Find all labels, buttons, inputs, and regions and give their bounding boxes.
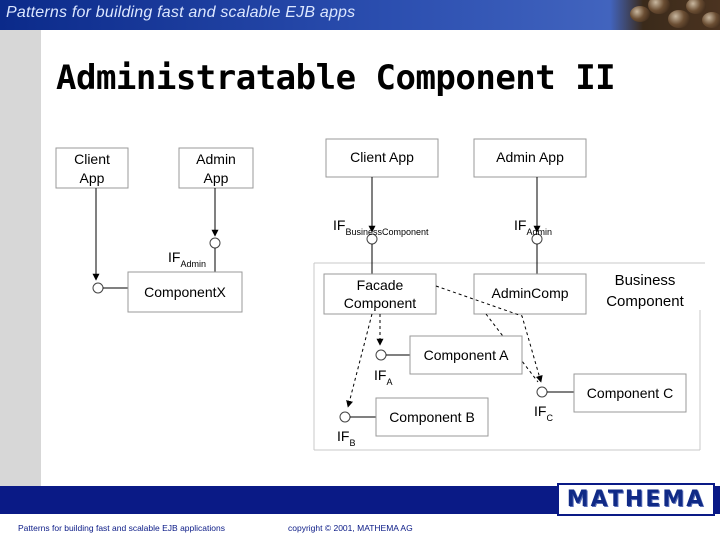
slide-title: Administratable Component II bbox=[56, 58, 616, 98]
if-a-circle bbox=[375, 349, 387, 361]
if-b-label: IFB bbox=[337, 428, 355, 448]
admincomp-box bbox=[473, 273, 587, 315]
left-if-admin-label: IFAdmin bbox=[168, 249, 206, 269]
facade-to-c-dash bbox=[435, 285, 543, 383]
facade-label-2: Component bbox=[344, 295, 416, 311]
header-bar: Patterns for building fast and scalable … bbox=[0, 0, 720, 30]
left-sidebar-strip bbox=[0, 30, 41, 486]
if-a-label: IFA bbox=[374, 367, 392, 387]
business-label-2: Component bbox=[606, 293, 684, 310]
business-label-1: Business bbox=[615, 272, 676, 289]
footer-copyright: copyright © 2001, MATHEMA AG bbox=[288, 523, 413, 533]
footer-left-text: Patterns for building fast and scalable … bbox=[18, 523, 225, 533]
left-componentx-box bbox=[127, 271, 243, 313]
right-client-app-box bbox=[325, 138, 439, 178]
left-client-app-label-2: App bbox=[80, 170, 105, 186]
left-diagram: Client App Admin App IFAdmin ComponentX bbox=[55, 147, 254, 313]
if-admin-label: IFAdmin bbox=[514, 217, 552, 237]
header-title: Patterns for building fast and scalable … bbox=[6, 4, 356, 21]
left-if-admin-circle bbox=[209, 237, 221, 249]
facade-to-b-dash bbox=[346, 313, 373, 408]
facade-label-1: Facade bbox=[357, 277, 404, 293]
component-a-label: Component A bbox=[424, 347, 509, 363]
right-client-app-label: Client App bbox=[350, 149, 414, 165]
right-admin-app-box bbox=[473, 138, 587, 178]
mathema-logo-text: MATHEMA bbox=[566, 487, 706, 512]
footer-strip bbox=[0, 514, 720, 540]
component-a-box bbox=[409, 335, 523, 375]
right-diagram: Client App Admin App IFBusinessComponent… bbox=[313, 138, 705, 451]
component-c-box bbox=[573, 373, 687, 413]
right-admin-app-label: Admin App bbox=[496, 149, 564, 165]
component-b-box bbox=[375, 397, 489, 437]
if-c-circle bbox=[536, 386, 548, 398]
if-business-label: IFBusinessComponent bbox=[333, 217, 429, 237]
left-client-app-box bbox=[55, 147, 129, 189]
left-admin-app-label-1: Admin bbox=[196, 151, 236, 167]
component-c-label: Component C bbox=[587, 385, 673, 401]
left-admin-app-box bbox=[178, 147, 254, 189]
left-admin-app-label-2: App bbox=[204, 170, 229, 186]
mathema-logo: MATHEMA bbox=[557, 483, 715, 516]
if-b-circle bbox=[339, 411, 351, 423]
admincomp-label: AdminComp bbox=[491, 285, 568, 301]
component-b-label: Component B bbox=[389, 409, 475, 425]
if-c-label: IFC bbox=[534, 403, 553, 423]
facade-component-box bbox=[323, 273, 437, 315]
left-componentx-label: ComponentX bbox=[144, 284, 226, 300]
left-client-app-label-1: Client bbox=[74, 151, 110, 167]
left-component-interface-circle bbox=[92, 282, 104, 294]
coffee-beans-image bbox=[610, 0, 720, 30]
